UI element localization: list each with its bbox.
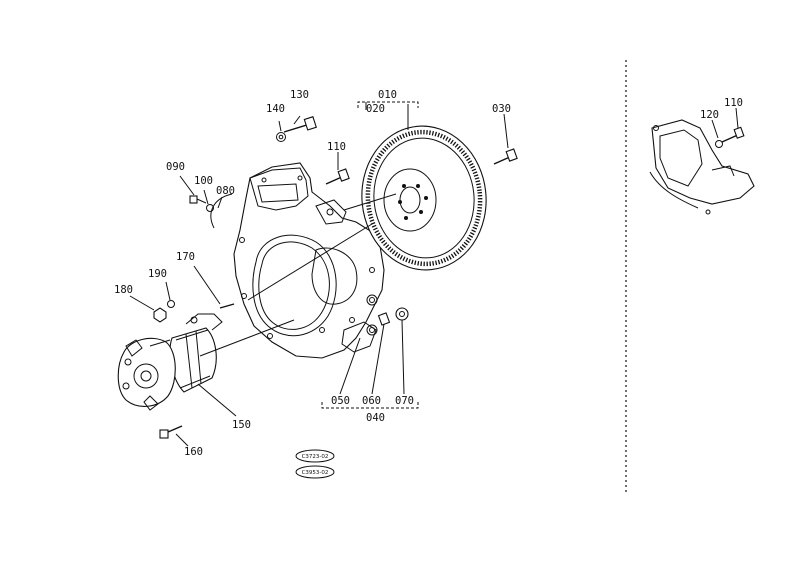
flywheel-housing (210, 162, 385, 359)
label-100: 100 (194, 175, 213, 187)
bolt-110 (325, 168, 350, 185)
ref-stamp-2-text: C3953-02 (302, 470, 329, 476)
label-040: 040 (366, 412, 385, 424)
bolt-090 (189, 195, 207, 204)
label-020: 020 (366, 103, 385, 115)
ref-stamp-2 (295, 465, 335, 479)
label-050: 050 (331, 395, 350, 407)
detail-label-120: 120 (700, 109, 719, 121)
label-160: 160 (184, 446, 203, 458)
flywheel (361, 125, 487, 271)
label-140: 140 (266, 103, 285, 115)
bolt-130 (283, 116, 317, 133)
label-190: 190 (148, 268, 167, 280)
nut-180 (153, 307, 167, 323)
plug-070 (395, 307, 409, 321)
label-180: 180 (114, 284, 133, 296)
reference-stamps: C3723-02 C3953-02 (295, 449, 335, 479)
ref-stamp-1 (295, 449, 335, 463)
label-150: 150 (232, 419, 251, 431)
leader-lines (129, 101, 509, 447)
label-130: 130 (290, 89, 309, 101)
stud-170 (219, 303, 235, 309)
detail-label-110: 110 (724, 97, 743, 109)
bolt-030 (493, 148, 518, 165)
label-110: 110 (327, 141, 346, 153)
label-060: 060 (362, 395, 381, 407)
label-170: 170 (176, 251, 195, 263)
washer-190 (167, 300, 175, 308)
washer-140 (276, 132, 286, 142)
label-030: 030 (492, 103, 511, 115)
label-090: 090 (166, 161, 185, 173)
part-labels: 010 020 030 130 140 110 090 100 080 170 … (114, 89, 743, 458)
ref-stamp-1-text: C3723-02 (302, 454, 329, 460)
plug-060 (377, 312, 391, 326)
label-070: 070 (395, 395, 414, 407)
washer-100 (206, 204, 214, 212)
bolt-160 (159, 425, 183, 439)
label-010: 010 (378, 89, 397, 101)
label-080: 080 (216, 185, 235, 197)
starter-motor (117, 313, 223, 411)
detail-view (625, 60, 755, 494)
